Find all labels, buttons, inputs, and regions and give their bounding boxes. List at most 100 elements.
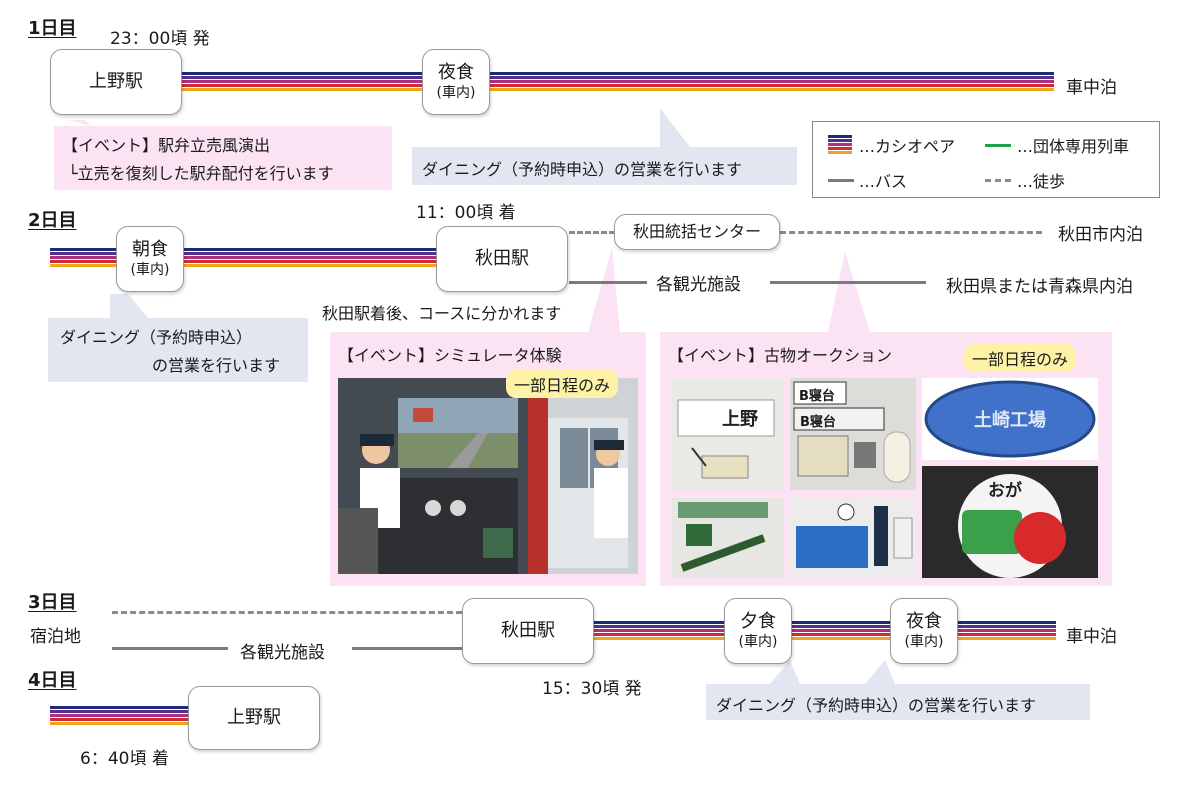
day3-depart-time: 15：30頃 発 [542, 679, 642, 699]
day3-walk-line [112, 611, 462, 614]
day2-dining-line1: ダイニング（予約時申込） [60, 328, 253, 347]
auction-event-title: 【イベント】古物オークション [668, 346, 893, 365]
day2-label: 2日目 [28, 210, 77, 231]
day3-akita-station: 秋田駅 [462, 598, 594, 664]
day3-dining-callout: ダイニング（予約時申込）の営業を行います [706, 684, 1090, 720]
center-name: 秋田統括センター [632, 222, 761, 241]
day2-walk-to-city [780, 231, 1042, 234]
factory-plate-text: 土崎工場 [974, 410, 1046, 431]
day2-bus-right [770, 281, 926, 284]
legend-group-train-swatch [985, 144, 1011, 147]
day3-bus-right [352, 647, 462, 650]
legend-bus-swatch [828, 179, 854, 182]
simulator-illustration [338, 378, 638, 574]
auction-event-panel: 【イベント】古物オークション 一部日程のみ 上野 B寝台 B寝台 土崎工場 [660, 332, 1112, 586]
day1-depart-time: 23：00頃 発 [110, 29, 210, 49]
legend-cassiopeia-label: …カシオペア [859, 137, 956, 156]
day3-bus-left [112, 647, 228, 650]
simulator-photo [338, 378, 638, 574]
auction-photo-berth: B寝台 B寝台 [790, 378, 916, 490]
meal-sub: (車内) [130, 261, 170, 278]
factory-plate-illustration [924, 380, 1096, 458]
day1-overnight: 車中泊 [1066, 78, 1117, 98]
sign-illustration [677, 399, 775, 479]
station-name: 上野駅 [89, 70, 143, 92]
berth-sign-1: B寝台 [799, 389, 835, 404]
meal-label: 夕食 [740, 611, 776, 632]
day1-dining-pointer [660, 108, 690, 147]
day2-akita-station: 秋田駅 [436, 226, 568, 292]
day2-pref-stay: 秋田県または青森県内泊 [946, 277, 1133, 297]
day2-dining-line2: の営業を行います [152, 356, 281, 375]
tools-illustration [678, 502, 768, 572]
auction-photo-oga-plate: おが [922, 466, 1098, 578]
day4-arrive-time: 6：40頃 着 [80, 749, 169, 769]
day1-dining-note: ダイニング（予約時申込）の営業を行います [422, 160, 743, 179]
legend-walk-label: …徒歩 [1017, 172, 1066, 191]
auction-event-pointer [828, 252, 870, 332]
oga-plate-text: おが [988, 481, 1022, 501]
day2-split-note: 秋田駅着後、コースに分かれます [322, 304, 562, 323]
legend-group-train-label: …団体専用列車 [1017, 137, 1130, 156]
auction-photo-factory-plate: 土崎工場 [922, 378, 1098, 460]
day2-dining-callout: ダイニング（予約時申込） の営業を行います [48, 318, 308, 382]
auction-photo-tools [672, 498, 784, 578]
station-name: 上野駅 [227, 706, 281, 728]
day1-event-pointer [68, 120, 92, 126]
day1-event-line2: └立売を復刻した駅弁配付を行います [68, 164, 334, 183]
day3-dining-pointer-1 [770, 660, 800, 684]
day3-cassiopeia-line [594, 621, 1056, 642]
day2-akita-city-stay: 秋田市内泊 [1058, 225, 1143, 245]
meal-label: 朝食 [132, 239, 168, 260]
day1-ueno-station: 上野駅 [50, 49, 182, 115]
day2-akita-center: 秋田統括センター [614, 214, 780, 250]
day2-bus-left [569, 281, 647, 284]
legend-walk-swatch [985, 179, 1011, 182]
day1-cassiopeia-line [182, 72, 1054, 93]
day1-dinner-box: 夜食 (車内) [422, 49, 490, 115]
sim-partial-tag: 一部日程のみ [506, 370, 619, 398]
meal-sub: (車内) [738, 633, 778, 650]
day2-sightseeing: 各観光施設 [656, 275, 741, 295]
day2-cassiopeia-line [50, 248, 436, 269]
day2-walk-to-center [569, 231, 615, 234]
day3-lodging: 宿泊地 [30, 627, 81, 647]
sim-event-title: 【イベント】シミュレータ体験 [338, 346, 562, 365]
auction-partial-tag: 一部日程のみ [964, 344, 1077, 372]
legend: …カシオペア …団体専用列車 …バス …徒歩 [812, 121, 1160, 198]
meal-label: 夜食 [906, 611, 942, 632]
station-name: 秋田駅 [501, 619, 555, 641]
day4-label: 4日目 [28, 670, 77, 691]
day2-dining-pointer [110, 294, 148, 318]
day1-event-callout: 【イベント】駅弁立売風演出 └立売を復刻した駅弁配付を行います [54, 126, 392, 190]
oga-plate-illustration [958, 474, 1066, 578]
legend-cassiopeia-swatch [828, 135, 852, 156]
day1-label: 1日目 [28, 18, 77, 39]
sim-event-panel: 【イベント】シミュレータ体験 一部日程のみ [330, 332, 646, 586]
auction-photo-gauge [790, 498, 916, 578]
day3-overnight: 車中泊 [1066, 627, 1117, 647]
meal-label: 夜食 [438, 62, 474, 83]
day3-label: 3日目 [28, 592, 77, 613]
day3-sightseeing: 各観光施設 [240, 643, 325, 663]
day3-dining-note: ダイニング（予約時申込）の営業を行います [716, 696, 1037, 715]
day3-night-box: 夜食 (車内) [890, 598, 958, 664]
day2-arrive-time: 11：00頃 着 [416, 203, 516, 223]
meal-sub: (車内) [436, 84, 476, 101]
legend-bus-label: …バス [859, 172, 908, 191]
day3-supper-box: 夕食 (車内) [724, 598, 792, 664]
berth-illustration [793, 381, 911, 483]
day1-event-line1: 【イベント】駅弁立売風演出 [62, 136, 271, 155]
station-name: 秋田駅 [475, 247, 529, 269]
day1-dining-callout: ダイニング（予約時申込）の営業を行います [412, 147, 797, 185]
day3-dining-pointer-2 [865, 660, 895, 684]
meal-sub: (車内) [904, 633, 944, 650]
day4-ueno-station: 上野駅 [188, 686, 320, 750]
gauge-illustration [796, 503, 913, 568]
day2-breakfast-box: 朝食 (車内) [116, 226, 184, 292]
sign-text: 上野 [722, 409, 758, 430]
sim-event-pointer [588, 248, 620, 332]
berth-sign-2: B寝台 [800, 415, 836, 430]
auction-photo-sign: 上野 [672, 378, 784, 490]
